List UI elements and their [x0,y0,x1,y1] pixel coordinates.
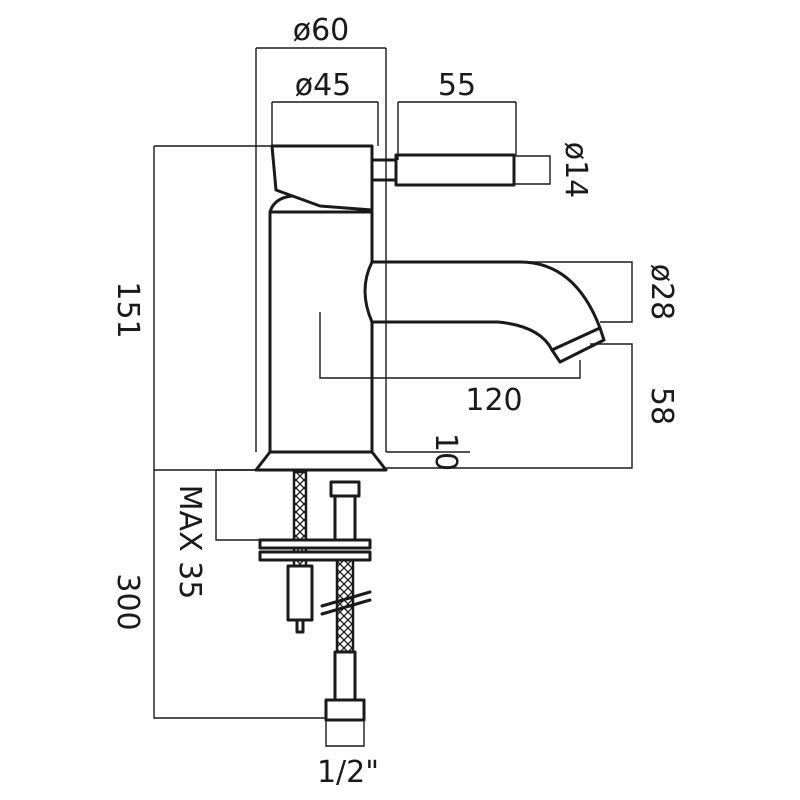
label-base-height: 10 [428,433,463,471]
label-spout-projection: 120 [465,383,522,418]
label-body-diameter: ø45 [295,68,352,103]
dimension-labels: ø60 ø45 55 ø14 151 ø28 120 58 10 MAX 35 … [110,13,679,790]
spout [363,260,602,352]
hose-top-fitting [333,494,357,542]
label-base-diameter: ø60 [293,13,350,48]
fixing-washer [258,550,372,562]
label-handle-length: 55 [438,68,476,103]
tap-base [254,450,388,472]
label-hose-length: 300 [110,573,145,630]
tap-body [268,210,374,454]
hose-ferrule [333,650,357,702]
tap-outline [254,144,606,472]
body-collar [268,194,294,214]
label-connection-size: 1/2" [317,755,379,790]
label-max-deck: MAX 35 [172,485,207,600]
label-total-height: 151 [110,281,145,338]
lever-handle [394,153,516,187]
hose-connector-nut [324,698,366,722]
label-spout-diameter: ø28 [644,264,679,321]
spout-aerator [550,326,606,364]
label-handle-diameter: ø14 [558,142,593,199]
lever-stem [370,158,398,182]
back-nut [286,564,314,622]
fixings [258,470,372,722]
stud-end [295,618,305,634]
hose-top-nut [329,480,361,498]
hose-break-line [320,590,372,616]
fixing-plate [258,538,372,550]
handle-cap [270,144,374,212]
label-spout-height: 58 [644,387,679,425]
dimension-lines [153,47,633,747]
